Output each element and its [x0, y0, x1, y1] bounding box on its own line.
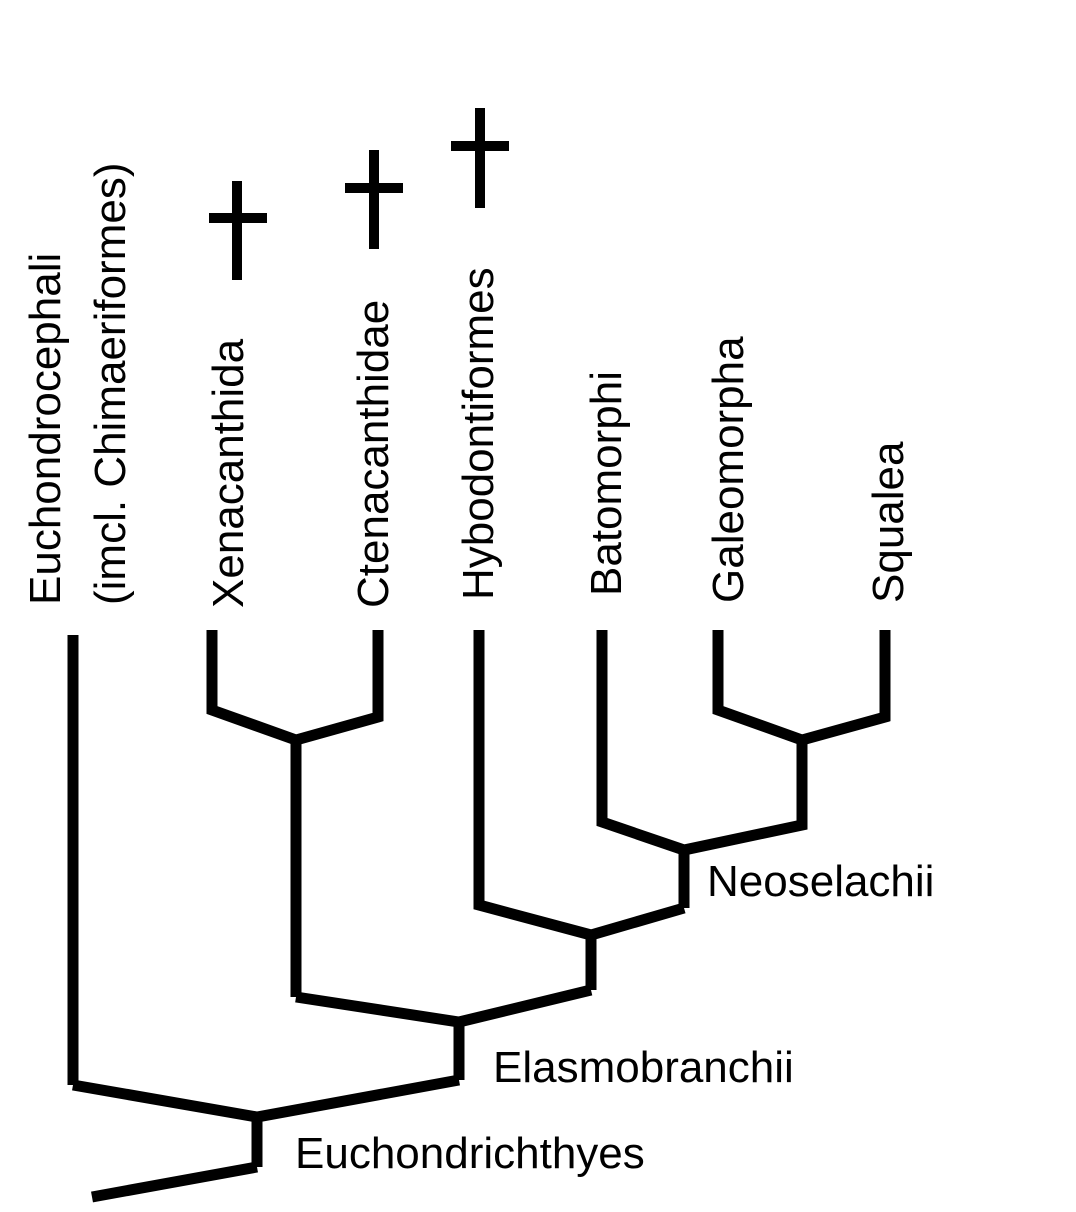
clade-label-neoselachii: Neoselachii: [707, 857, 934, 906]
extinct-dagger-icon-hybodontiformes: [451, 108, 509, 208]
extinct-dagger-icon-xenacanthida: [209, 181, 267, 280]
clade-label-euchondrichthyes: Euchondrichthyes: [295, 1129, 645, 1178]
clade-label-elasmobranchii: Elasmobranchii: [493, 1043, 794, 1092]
taxon-label-euchondrocephali-note: (imcl. Chimaeriformes): [86, 163, 135, 605]
branch-hybodontiformes-neoselachii: [473, 630, 686, 941]
taxon-label-batomorphi: Batomorphi: [582, 371, 631, 596]
taxon-label-hybodontiformes: Hybodontiformes: [454, 267, 503, 600]
branch-xenacanthida-ctenacanthidae: [206, 630, 384, 746]
branch-galeomorpha-squalea: [712, 630, 891, 746]
taxon-label-xenacanthida: Xenacanthida: [204, 338, 253, 608]
taxon-label-ctenacanthidae: Ctenacanthidae: [349, 300, 398, 608]
taxon-label-squalea: Squalea: [864, 441, 913, 603]
branch-elasmobranchii-node: [295, 984, 593, 1028]
taxon-label-euchondrocephali: Euchondrocephali: [21, 253, 70, 605]
branch-batomorphi-galeomorpha-squalea: [596, 630, 808, 856]
extinct-dagger-icon-ctenacanthidae: [345, 150, 403, 249]
taxon-label-galeomorpha: Galeomorpha: [704, 336, 753, 603]
branch-root: [91, 1161, 258, 1203]
branch-euchondrichthyes-node: [72, 1074, 460, 1123]
